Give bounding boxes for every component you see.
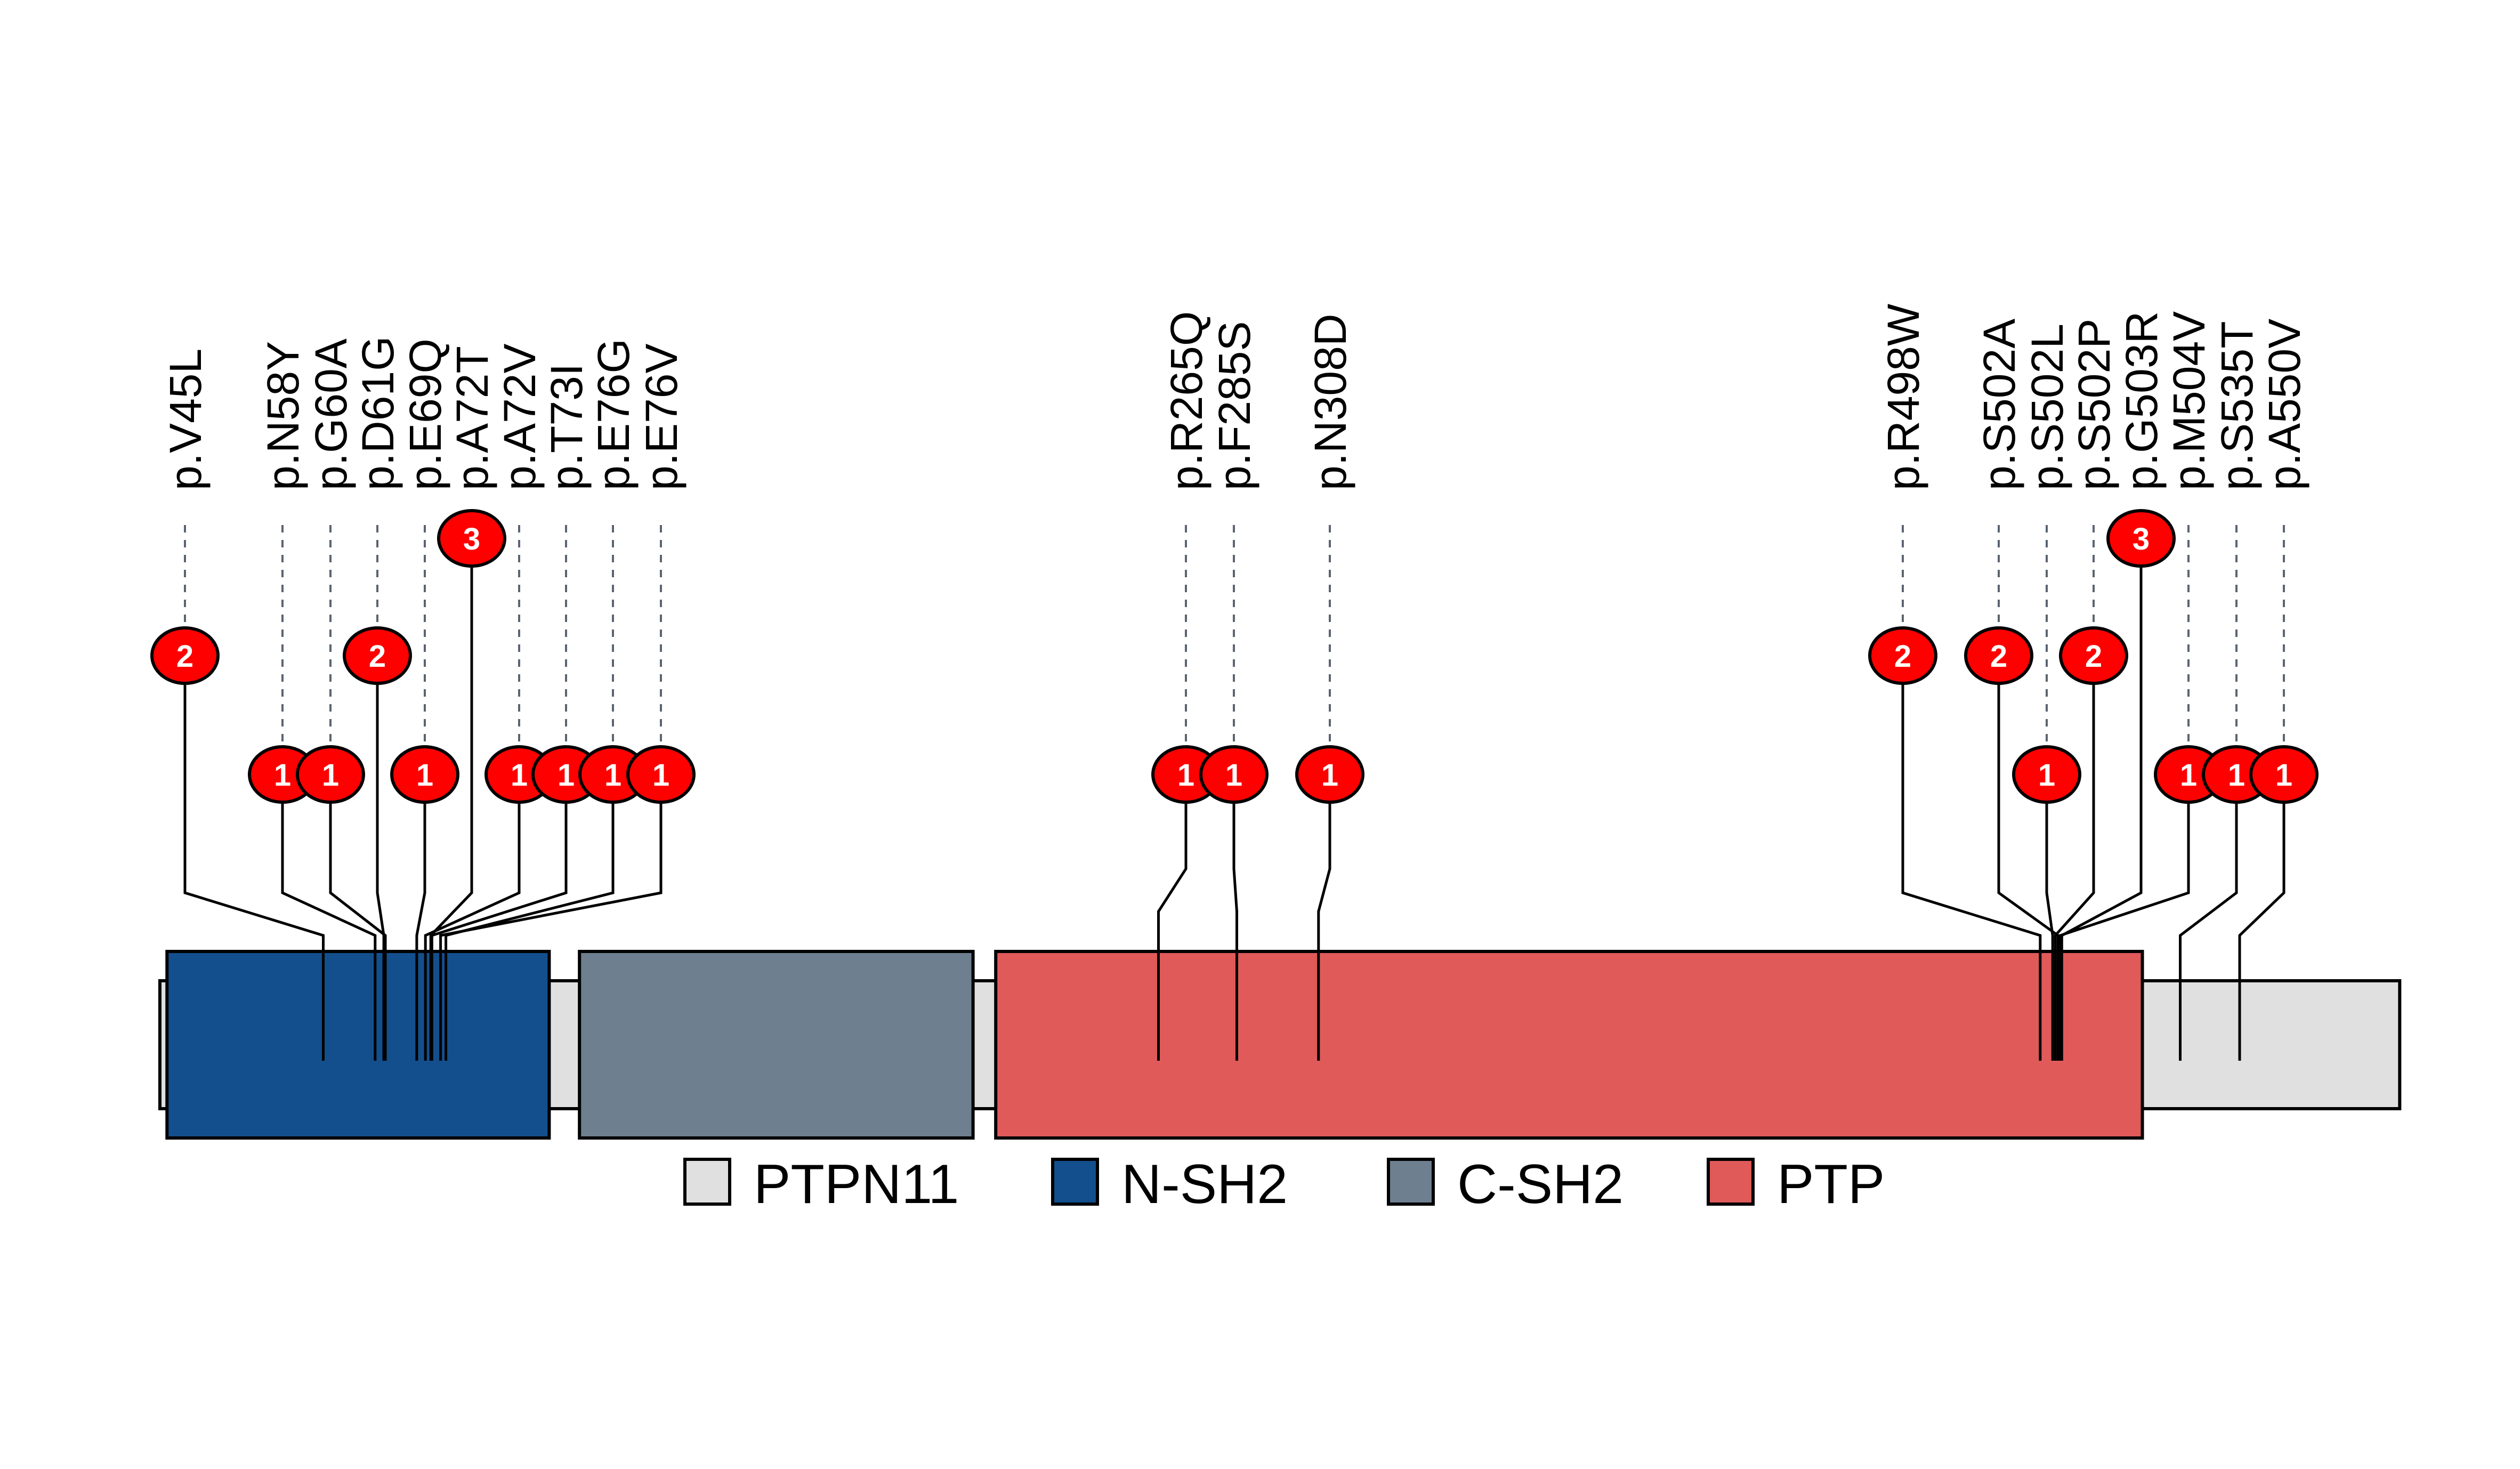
mutation-label: p.T73I [542,364,592,490]
lollipop-stem [2054,683,2095,1061]
lollipop-count-label: 1 [1321,758,1338,793]
lollipop-stem [1157,802,1188,1061]
lollipop-head [390,745,459,804]
mutation-label: p.A550V [2259,319,2309,490]
lollipop-count-label: 1 [511,758,528,793]
lollipop-stem [424,802,521,1061]
lollipop-head [1199,745,1269,804]
legend-item-ptpn11: PTPN11 [683,1153,959,1215]
legend-swatch [683,1158,731,1206]
lollipop-count-label: 2 [2085,639,2102,674]
legend-label: C-SH2 [1457,1153,1624,1215]
mutation-label: p.A72V [495,343,545,490]
lollipop-count-label: 1 [2275,758,2292,793]
mutation-label: p.V45L [160,349,211,490]
legend-swatch [1051,1158,1099,1206]
mutation-label: p.E76G [588,338,639,490]
lollipop-count-label: 2 [1990,639,2007,674]
lollipop-head [1964,626,2033,685]
lollipop-head [437,509,506,568]
mutation-label: p.F285S [1209,321,1259,490]
stem-layer [183,566,2285,1061]
lollipop-stem [415,802,426,1061]
lollipop-count-label: 1 [1177,758,1194,793]
legend-item-n-sh2: N-SH2 [1051,1153,1288,1215]
lollipop-count-label: 1 [604,758,621,793]
lollipop-head [296,745,365,804]
domain-ptp [994,950,2144,1140]
domain-n-sh2 [165,950,551,1140]
lollipop-head [2249,745,2319,804]
lollipop-stem [329,802,387,1061]
lollipop-stem [1901,683,2042,1061]
lollipop-count-label: 3 [2133,522,2150,556]
lollipop-count-label: 1 [416,758,433,793]
lollipop-stem [1232,802,1238,1061]
lollipop-count-label: 1 [652,758,669,793]
lollipop-head [2012,745,2081,804]
lollipop-head [150,626,220,685]
lollipop-head [343,626,412,685]
mutation-label: p.R265Q [1161,311,1211,490]
legend: PTPN11 N-SH2 C-SH2 PTP [683,1153,1885,1215]
mutation-label: p.A72T [447,346,497,490]
lollipop-stem [1317,802,1331,1061]
legend-item-ptp: PTP [1707,1153,1885,1215]
lollipop-stem [439,802,663,1061]
mutation-label: p.G60A [306,338,356,490]
mutation-label: p.S502L [2022,324,2072,490]
lollipop-head [2059,626,2128,685]
lollipop-stem [2060,566,2143,1061]
mutation-label: p.S502P [2069,319,2119,490]
lollipop-stem [2238,802,2285,1061]
lollipop-stem [2058,802,2190,1061]
mutation-label: p.S502A [1974,319,2024,490]
lollipop-count-label: 1 [274,758,291,793]
lollipop-count-label: 3 [463,522,480,556]
mutation-label: p.G503R [2117,311,2167,490]
lollipop-stem [376,683,385,1061]
lollipop-head [626,745,696,804]
lollipop-stem [430,802,568,1061]
lollipop-stem [183,683,325,1061]
lollipop-head [1868,626,1937,685]
mutation-label: p.E76V [636,343,686,490]
mutation-label: p.R498W [1878,304,1928,490]
lollipop-count-label: 1 [2038,758,2055,793]
lollipop-count-label: 1 [2228,758,2245,793]
lollipop-count-label: 1 [1225,758,1242,793]
lollipop-count-label: 1 [558,758,575,793]
lollipop-count-label: 2 [176,639,193,674]
guide-layer [184,525,2285,747]
lollipop-stem [1997,683,2059,1061]
lollipop-count-label: 2 [1894,639,1911,674]
mutation-label-layer: p.V45L p.N58Yp.G60Ap.D61Gp.E69Qp.A72Tp.A7… [160,304,2309,490]
legend-label: PTP [1777,1153,1885,1215]
lollipop-count-label: 1 [2180,758,2197,793]
lollipop-count-label: 1 [322,758,339,793]
lollipop-count-label: 2 [369,639,386,674]
lollipop-stem [445,802,615,1061]
lollipop-stem [2179,802,2238,1061]
mutation-label: p.M504V [2164,311,2214,490]
domain-c-sh2 [578,950,975,1140]
lollipop-stem [2045,802,2054,1061]
legend-label: PTPN11 [754,1153,959,1215]
lollipop-head [2106,509,2176,568]
mutation-label: p.N58Y [258,341,308,490]
domain-layer [165,950,2144,1140]
lollipop-stem [281,802,377,1061]
legend-item-c-sh2: C-SH2 [1387,1153,1624,1215]
lollipop-head [1295,745,1364,804]
legend-swatch [1707,1158,1755,1206]
mutation-label: p.E69Q [400,338,450,490]
mutation-label: p.S535T [2212,321,2262,490]
mutation-label: p.D61G [353,336,403,491]
mutation-label: p.N308D [1305,313,1355,490]
legend-label: N-SH2 [1121,1153,1288,1215]
legend-swatch [1387,1158,1435,1206]
